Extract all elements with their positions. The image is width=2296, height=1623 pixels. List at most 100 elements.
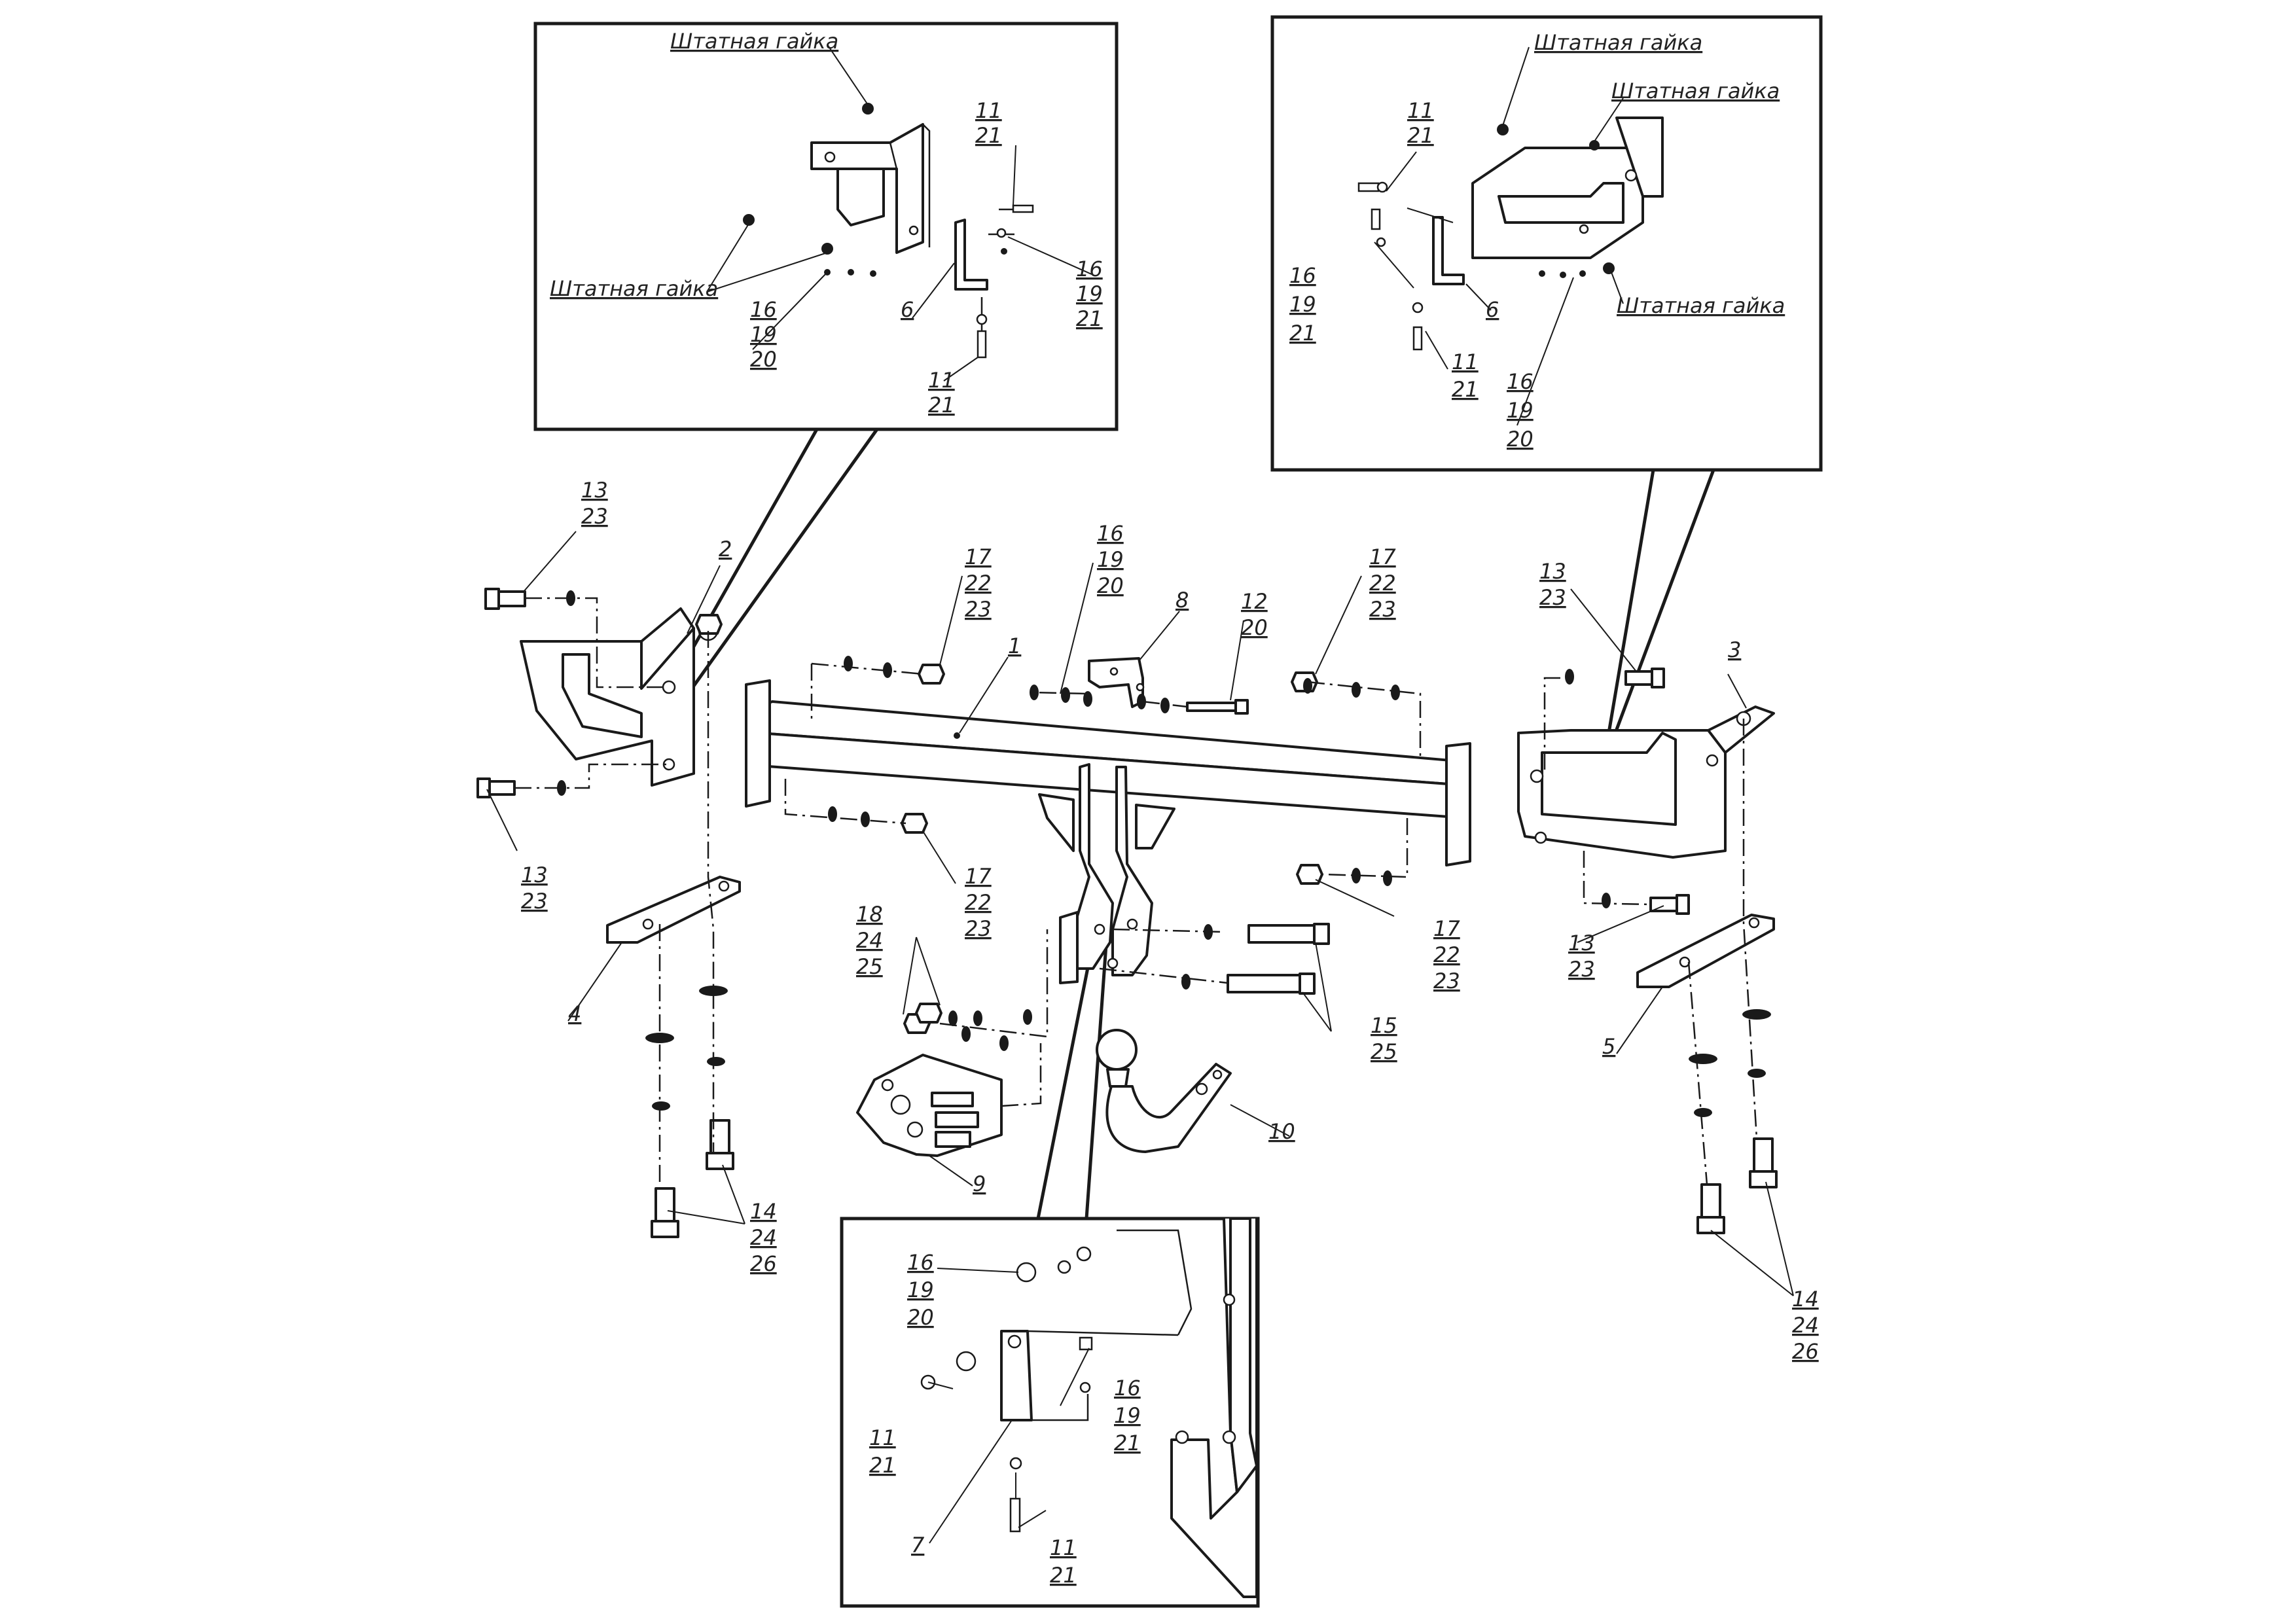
svg-text:19: 19 [1076, 281, 1103, 306]
inset-tr-nut-label-c: Штатная гайка [1617, 293, 1785, 318]
svg-text:26: 26 [750, 1251, 777, 1276]
svg-text:11: 11 [1452, 349, 1479, 374]
svg-text:13: 13 [1568, 931, 1595, 955]
label-3: 3 [1728, 637, 1741, 662]
washers [557, 590, 1771, 1117]
svg-text:17: 17 [1369, 544, 1396, 569]
inset-top-left-parts [706, 44, 1094, 382]
svg-text:18: 18 [856, 902, 883, 927]
svg-text:22: 22 [965, 890, 992, 915]
svg-text:16: 16 [1289, 263, 1316, 288]
svg-text:6: 6 [901, 297, 914, 322]
svg-text:22: 22 [1433, 942, 1460, 967]
svg-text:13: 13 [581, 478, 608, 503]
svg-text:10: 10 [1268, 1119, 1295, 1144]
svg-text:12: 12 [1241, 589, 1268, 614]
label-2: 2 [719, 537, 732, 562]
svg-text:16: 16 [907, 1250, 934, 1275]
tow-ball [1096, 1029, 1138, 1071]
svg-text:11: 11 [1050, 1535, 1077, 1560]
label-5: 5 [1602, 1034, 1615, 1059]
inset-tl-label-d: 6 [901, 297, 914, 322]
svg-text:21: 21 [869, 1453, 896, 1478]
svg-text:20: 20 [1241, 615, 1268, 640]
label-9: 9 [973, 1171, 986, 1196]
svg-text:23: 23 [1369, 597, 1396, 622]
svg-text:19: 19 [1114, 1403, 1141, 1428]
svg-text:21: 21 [975, 123, 1002, 148]
svg-text:19: 19 [1507, 398, 1534, 423]
svg-text:14: 14 [750, 1199, 777, 1224]
svg-text:1: 1 [1008, 633, 1021, 658]
svg-text:24: 24 [856, 928, 883, 953]
svg-text:17: 17 [1433, 916, 1460, 941]
inset-tr-label-c: 6 [1486, 297, 1499, 322]
svg-text:3: 3 [1728, 637, 1741, 662]
inset-tl-nut-label-b: Штатная гайка [550, 276, 718, 301]
svg-text:13: 13 [1539, 559, 1566, 584]
svg-text:11: 11 [869, 1425, 896, 1450]
svg-text:16: 16 [1076, 257, 1103, 281]
label-8: 8 [1175, 588, 1189, 613]
svg-text:21: 21 [1452, 377, 1479, 402]
svg-text:14: 14 [1792, 1287, 1819, 1311]
svg-text:16: 16 [1097, 521, 1124, 546]
svg-text:16: 16 [1507, 369, 1534, 394]
svg-text:4: 4 [568, 1001, 581, 1026]
svg-text:26: 26 [1792, 1339, 1819, 1364]
leader-lines [486, 531, 1794, 1296]
svg-text:23: 23 [965, 597, 992, 622]
svg-text:24: 24 [750, 1225, 777, 1250]
svg-text:2: 2 [719, 537, 732, 562]
svg-text:5: 5 [1602, 1034, 1615, 1059]
small-bracket [1088, 657, 1144, 708]
svg-text:19: 19 [750, 322, 777, 347]
svg-text:21: 21 [1407, 123, 1434, 148]
svg-text:23: 23 [1568, 957, 1595, 982]
svg-text:23: 23 [1433, 969, 1460, 993]
svg-text:21: 21 [928, 393, 955, 418]
inset-top-right [1270, 15, 1823, 734]
svg-text:6: 6 [1486, 297, 1499, 322]
svg-text:21: 21 [1076, 306, 1103, 331]
label-1: 1 [1008, 633, 1021, 658]
svg-text:13: 13 [521, 863, 548, 887]
svg-text:17: 17 [965, 864, 992, 889]
inset-bottom-parts [920, 1217, 1258, 1598]
label-10: 10 [1268, 1119, 1295, 1144]
svg-text:20: 20 [1507, 427, 1534, 452]
assembly-axes [514, 597, 1758, 1191]
svg-text:19: 19 [1097, 547, 1124, 572]
svg-text:23: 23 [521, 889, 548, 914]
inset-top-right-parts [1357, 46, 1664, 426]
inset-tl-nut-label-a: Штатная гайка [670, 29, 838, 54]
svg-text:22: 22 [1369, 571, 1396, 596]
label-4: 4 [568, 1001, 581, 1026]
svg-text:20: 20 [750, 347, 777, 372]
svg-text:25: 25 [856, 954, 883, 979]
hitch-mount [1072, 763, 1114, 970]
svg-text:23: 23 [581, 504, 608, 529]
svg-text:9: 9 [973, 1171, 986, 1196]
svg-text:21: 21 [1114, 1431, 1141, 1455]
svg-text:20: 20 [907, 1305, 934, 1330]
